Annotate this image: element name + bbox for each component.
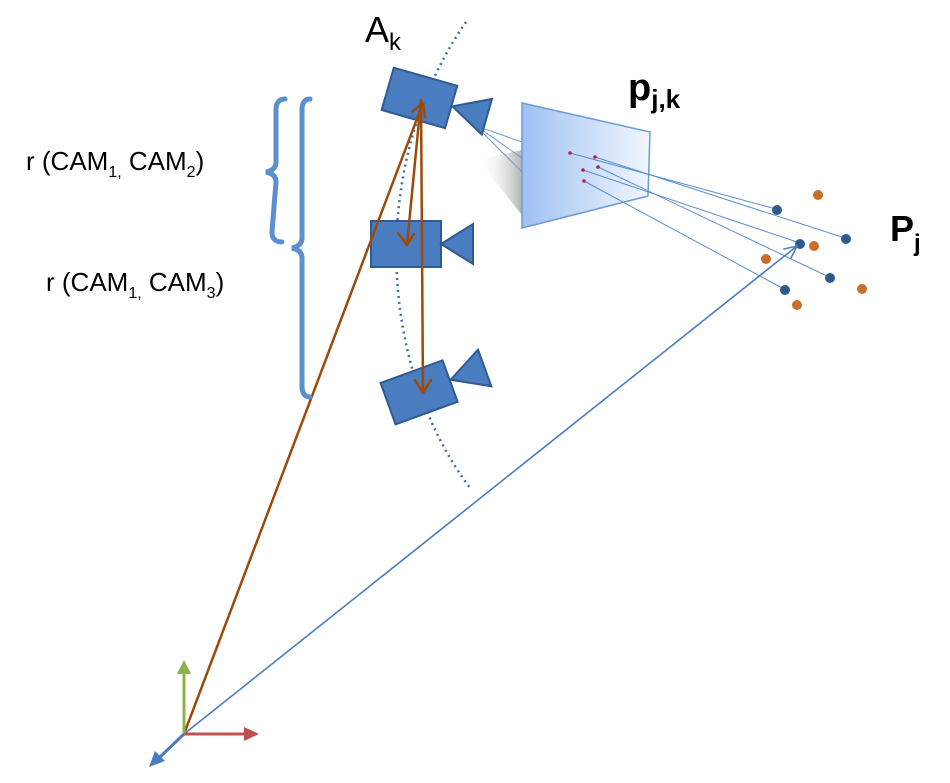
world-point-vector [183, 244, 799, 735]
world-points-orange [761, 190, 867, 310]
projection-rays [569, 152, 846, 290]
image-plane-shadow [478, 150, 522, 215]
label-baseline-cam1-cam2: r (CAM1, CAM2) [26, 146, 204, 181]
image-plane [521, 102, 651, 229]
label-world-point: Pj [890, 208, 921, 257]
label-camera-pose: Ak [365, 9, 402, 56]
axis-z [158, 732, 186, 759]
image-points [568, 151, 600, 183]
label-baseline-cam1-cam3: r (CAM1, CAM3) [46, 267, 224, 302]
relative-pose-vectors [182, 98, 433, 736]
world-origin-axes [149, 660, 259, 767]
label-image-point: pj,k [628, 67, 681, 114]
camera-rays [481, 127, 523, 173]
world-points-blue [772, 205, 851, 295]
camera-1 [380, 66, 494, 137]
brace-cam1-cam3 [291, 96, 313, 400]
brace-cam1-cam2 [265, 96, 288, 245]
camera-3 [379, 347, 493, 426]
